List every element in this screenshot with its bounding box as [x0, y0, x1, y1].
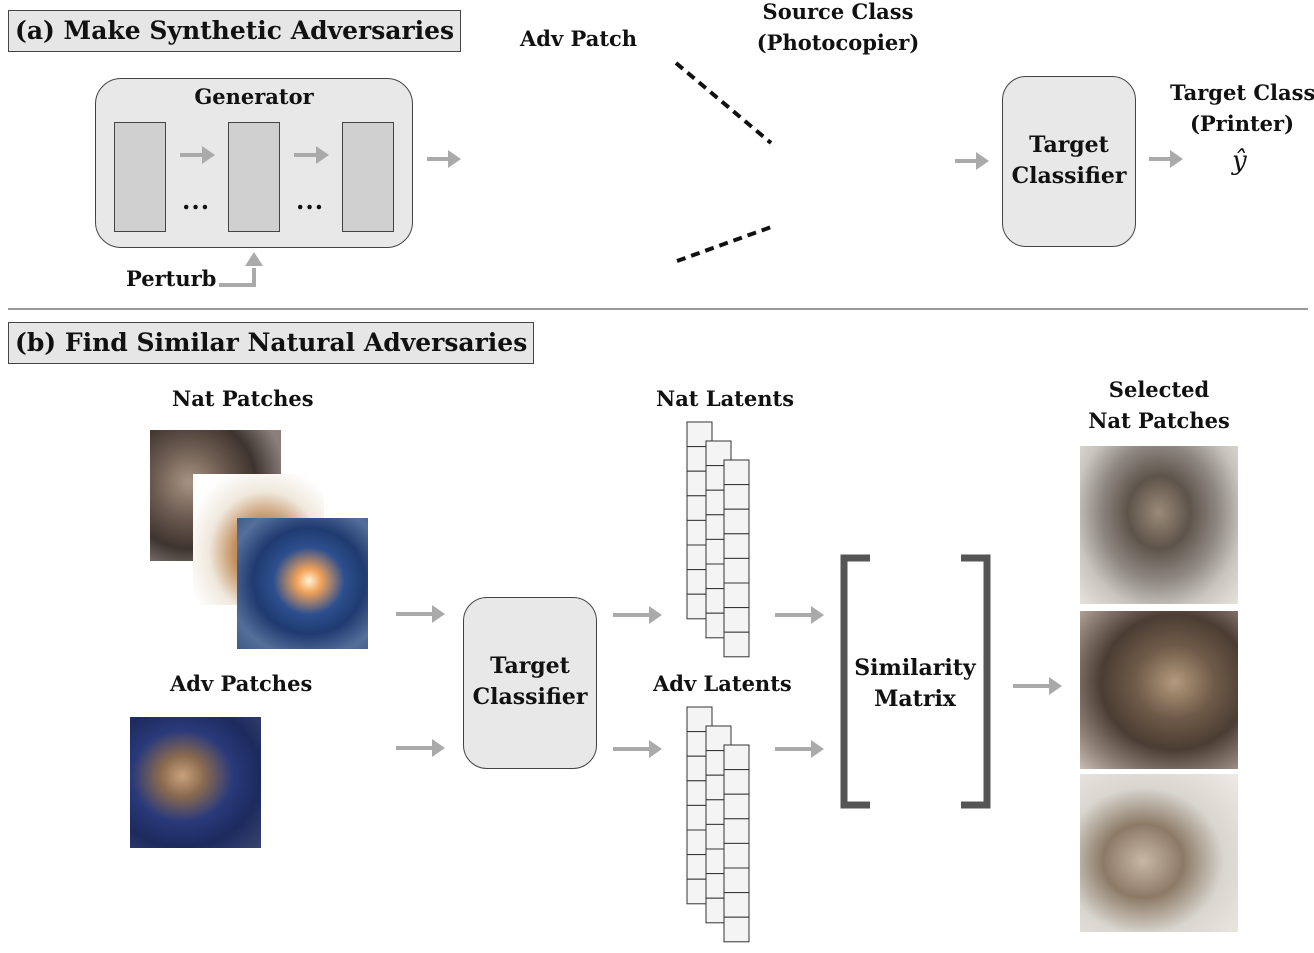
nat-latent-column-3-cell	[723, 631, 750, 658]
generator-ellipsis-1: ...	[182, 186, 211, 215]
selected-cat-image-3	[1080, 774, 1238, 932]
selected-label-line1: Selected	[1108, 377, 1210, 402]
source-class-label: Source Class	[762, 0, 914, 24]
similarity-matrix-line1: Similarity	[854, 655, 976, 681]
adv-patches-label: Adv Patches	[170, 671, 313, 696]
target-classifier-a-line2: Classifier	[1011, 163, 1127, 189]
arrow-right-icon	[1013, 677, 1062, 695]
arrow-right-icon	[396, 605, 445, 623]
source-class-sub: (Photocopier)	[756, 30, 920, 55]
similarity-matrix-line2: Matrix	[874, 686, 956, 712]
adv-latent-column-3-cell	[723, 744, 750, 771]
generator-layer-3	[342, 122, 394, 232]
adv-latents-label: Adv Latents	[653, 671, 792, 696]
target-classifier-b-line2: Classifier	[472, 684, 588, 710]
nat-patches-label: Nat Patches	[172, 386, 314, 411]
target-class-sub: (Printer)	[1189, 111, 1295, 136]
perturb-arrow-shaft	[219, 268, 256, 287]
nat-latent-column-3-cell	[723, 508, 750, 535]
nat-latent-column-3-cell	[723, 582, 750, 609]
generator-ellipsis-2: ...	[296, 186, 325, 215]
yhat-symbol: ŷ	[1232, 146, 1247, 176]
selected-cat-image-2	[1080, 611, 1238, 769]
arrow-right-icon-head	[1049, 677, 1062, 695]
arrow-right-icon	[613, 740, 662, 758]
adv-latent-column-3-cell	[723, 818, 750, 844]
section-a-title: (a) Make Synthetic Adversaries	[8, 10, 462, 52]
nat-latent-column-3-cell	[723, 484, 750, 510]
nat-latents-label: Nat Latents	[656, 386, 795, 411]
arrow-right-icon-head	[649, 606, 662, 624]
adv-patch-label: Adv Patch	[520, 26, 638, 51]
arrow-right-icon	[396, 739, 445, 757]
arrow-right-icon-head	[976, 152, 989, 170]
target-class-label: Target Class	[1170, 80, 1314, 105]
section-b-title: (b) Find Similar Natural Adversaries	[8, 322, 535, 364]
arrow-right-icon	[613, 606, 662, 624]
generator-layer-1	[114, 122, 166, 232]
target-classifier-a	[1002, 76, 1136, 247]
nat-latent-column-3-cell	[723, 459, 750, 486]
adv-latent-column-3-cell	[723, 892, 750, 918]
arrow-right-icon	[775, 606, 824, 624]
nat-latent-column-3-cell	[723, 607, 750, 633]
perturb-label: Perturb	[126, 266, 217, 291]
arrow-right-icon	[955, 152, 989, 170]
arrow-right-icon-head	[811, 606, 824, 624]
adv-latent-column-3-cell	[723, 793, 750, 820]
adv-latent-column-3-cell	[723, 916, 750, 943]
similarity-bracket-left	[840, 554, 870, 809]
arrow-right-icon	[180, 146, 215, 164]
arrow-right-icon-head	[316, 146, 329, 164]
selected-label-line2: Nat Patches	[1088, 408, 1230, 433]
nat-latent-column-3-cell	[723, 557, 750, 584]
dashed-line-lower	[676, 224, 775, 263]
arrow-right-icon-head	[432, 605, 445, 623]
selected-cat-image-1	[1080, 446, 1238, 604]
arrow-right-icon-head	[649, 740, 662, 758]
similarity-bracket-right	[961, 554, 991, 809]
arrow-right-icon	[775, 740, 824, 758]
adv-latent-column-3-cell	[723, 769, 750, 795]
target-classifier-b-line1: Target	[490, 653, 570, 679]
arrow-right-icon-head	[448, 150, 461, 168]
arrow-right-icon-head	[1170, 150, 1183, 168]
generator-layer-2	[228, 122, 280, 232]
section-divider	[8, 308, 1308, 310]
adv-latent-column-3-cell	[723, 842, 750, 869]
arrow-right-icon-head	[432, 739, 445, 757]
adv-latent-column-3-cell	[723, 867, 750, 894]
arrow-right-icon	[294, 146, 329, 164]
nat-patch-image-3	[237, 518, 368, 649]
target-classifier-a-line1: Target	[1029, 132, 1109, 158]
arrow-right-icon-head	[202, 146, 215, 164]
arrow-up-icon	[245, 252, 263, 266]
adv-patch-image	[130, 717, 261, 848]
arrow-right-icon	[1149, 150, 1183, 168]
generator-label: Generator	[194, 84, 314, 109]
nat-latent-column-3-cell	[723, 533, 750, 559]
arrow-right-icon-head	[811, 740, 824, 758]
target-classifier-b	[463, 597, 597, 769]
dashed-line-upper	[674, 61, 773, 145]
arrow-right-icon	[427, 150, 461, 168]
